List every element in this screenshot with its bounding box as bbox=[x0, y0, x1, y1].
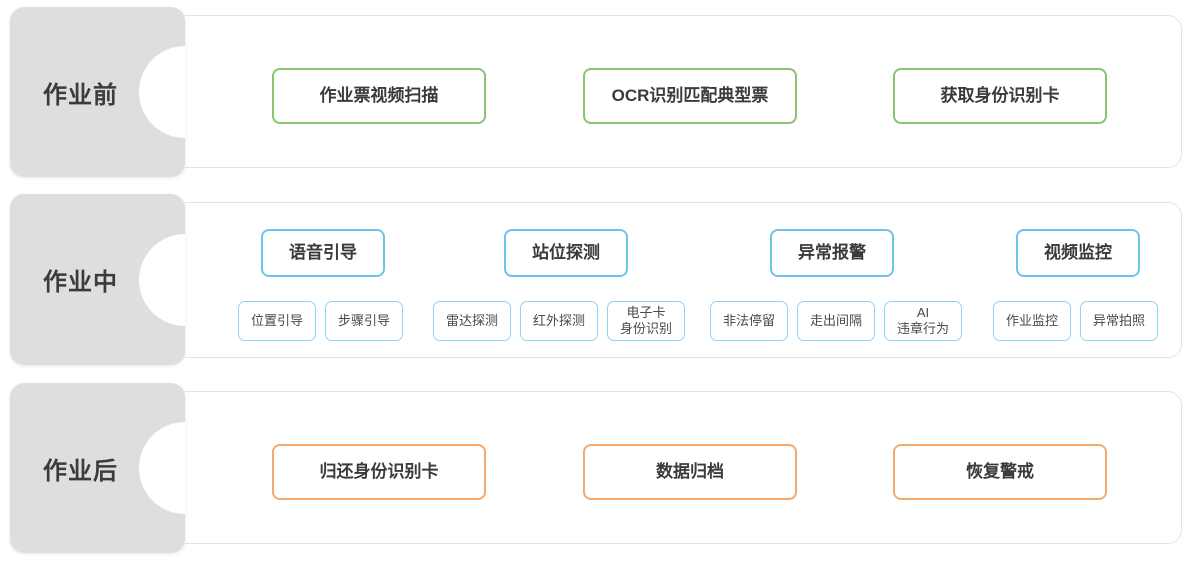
subnode-during-3-2[interactable]: 走出间隔 bbox=[797, 301, 875, 341]
subnode-during-2-2-line-1: 红外探测 bbox=[532, 312, 585, 328]
subnode-during-1-2-line-1: 步骤引导 bbox=[337, 312, 390, 328]
subnode-during-2-1-line-1: 雷达探测 bbox=[445, 312, 498, 328]
node-before-3[interactable]: 获取身份识别卡 bbox=[893, 68, 1107, 124]
subnode-during-3-2-line-1: 走出间隔 bbox=[809, 312, 862, 328]
stage-row-during: 语音引导 位置引导 步骤引导 站位探测 雷达探测 红外探测 电子卡 身份识别 bbox=[0, 194, 1200, 365]
subnode-during-3-3-line-2: 违章行为 bbox=[896, 321, 949, 336]
group-during-1[interactable]: 语音引导 bbox=[261, 229, 385, 277]
group-during-2-label: 站位探测 bbox=[532, 243, 600, 263]
node-after-1-label: 归还身份识别卡 bbox=[319, 462, 439, 482]
node-before-3-label: 获取身份识别卡 bbox=[940, 86, 1060, 106]
node-before-1-label: 作业票视频扫描 bbox=[319, 86, 439, 106]
subnode-during-4-1[interactable]: 作业监控 bbox=[993, 301, 1071, 341]
stage-label-after[interactable]: 作业后 bbox=[10, 383, 185, 553]
stage-content-panel-before: 作业票视频扫描 OCR识别匹配典型票 获取身份识别卡 bbox=[185, 15, 1182, 168]
node-after-3-label: 恢复警戒 bbox=[966, 462, 1034, 482]
group-during-4-label: 视频监控 bbox=[1044, 243, 1112, 263]
group-during-3-label: 异常报警 bbox=[798, 243, 866, 263]
stage-label-during-text: 作业中 bbox=[43, 269, 118, 296]
stage-label-during[interactable]: 作业中 bbox=[10, 194, 185, 365]
group-during-2[interactable]: 站位探测 bbox=[504, 229, 628, 277]
subnode-during-4-2[interactable]: 异常拍照 bbox=[1080, 301, 1158, 341]
subnode-during-1-1[interactable]: 位置引导 bbox=[238, 301, 316, 341]
subnode-during-3-3[interactable]: AI 违章行为 bbox=[884, 301, 962, 341]
stage-label-before[interactable]: 作业前 bbox=[10, 7, 185, 177]
subnode-during-2-3[interactable]: 电子卡 身份识别 bbox=[607, 301, 685, 341]
node-after-3[interactable]: 恢复警戒 bbox=[893, 444, 1107, 500]
node-after-2[interactable]: 数据归档 bbox=[583, 444, 797, 500]
subnode-during-3-1[interactable]: 非法停留 bbox=[710, 301, 788, 341]
subnode-during-2-3-line-1: 电子卡 bbox=[626, 304, 666, 320]
group-during-1-label: 语音引导 bbox=[289, 243, 357, 263]
node-after-2-label: 数据归档 bbox=[656, 462, 724, 482]
node-before-1[interactable]: 作业票视频扫描 bbox=[272, 68, 486, 124]
subnode-during-2-3-line-2: 身份识别 bbox=[619, 321, 672, 336]
stage-label-before-text: 作业前 bbox=[43, 81, 118, 109]
subnode-during-1-2[interactable]: 步骤引导 bbox=[325, 301, 403, 341]
subnode-during-2-2[interactable]: 红外探测 bbox=[520, 301, 598, 341]
stage-content-panel-during: 语音引导 位置引导 步骤引导 站位探测 雷达探测 红外探测 电子卡 身份识别 bbox=[185, 202, 1182, 358]
node-before-2[interactable]: OCR识别匹配典型票 bbox=[583, 68, 797, 124]
subnode-during-1-1-line-1: 位置引导 bbox=[250, 312, 303, 328]
stage-content-panel-after: 归还身份识别卡 数据归档 恢复警戒 bbox=[185, 391, 1182, 544]
group-during-4[interactable]: 视频监控 bbox=[1016, 229, 1140, 277]
subnode-during-4-2-line-1: 异常拍照 bbox=[1092, 312, 1145, 328]
stage-row-before: 作业票视频扫描 OCR识别匹配典型票 获取身份识别卡 作业前 bbox=[0, 7, 1200, 177]
subnode-during-3-3-line-1: AI bbox=[916, 304, 930, 320]
node-after-1[interactable]: 归还身份识别卡 bbox=[272, 444, 486, 500]
stage-label-after-text: 作业后 bbox=[43, 457, 118, 485]
node-before-2-label: OCR识别匹配典型票 bbox=[611, 86, 769, 106]
subnode-during-2-1[interactable]: 雷达探测 bbox=[433, 301, 511, 341]
subnode-during-3-1-line-1: 非法停留 bbox=[722, 312, 775, 328]
stage-row-after: 归还身份识别卡 数据归档 恢复警戒 作业后 bbox=[0, 383, 1200, 553]
subnode-during-4-1-line-1: 作业监控 bbox=[1005, 312, 1058, 328]
group-during-3[interactable]: 异常报警 bbox=[770, 229, 894, 277]
